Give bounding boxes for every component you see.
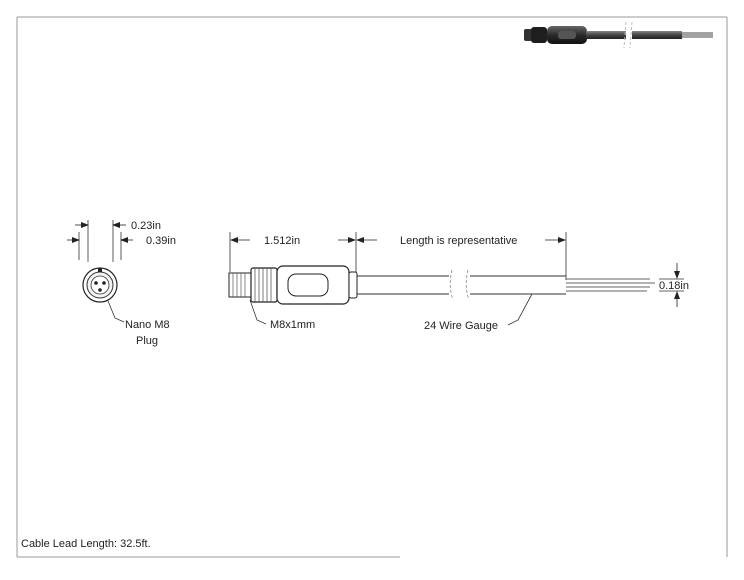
dim-body-length: 1.512in [264,235,300,247]
connector-thumbnail [524,21,713,49]
wire-gauge-label: 24 Wire Gauge [424,320,498,332]
dim-length-note: Length is representative [400,235,517,247]
dim-cable-diameter: 0.18in [659,280,689,292]
connector-side-view [228,232,684,326]
connector-label-name: Nano M8 [125,319,170,331]
connector-label-type: Plug [136,335,158,347]
connector-end-view [67,220,133,323]
footer-note: Cable Lead Length: 32.5ft. [21,538,151,550]
dim-width-large: 0.39in [146,235,176,247]
thread-label: M8x1mm [270,319,315,331]
dim-width-small: 0.23in [131,220,161,232]
sheet-border [16,16,728,558]
